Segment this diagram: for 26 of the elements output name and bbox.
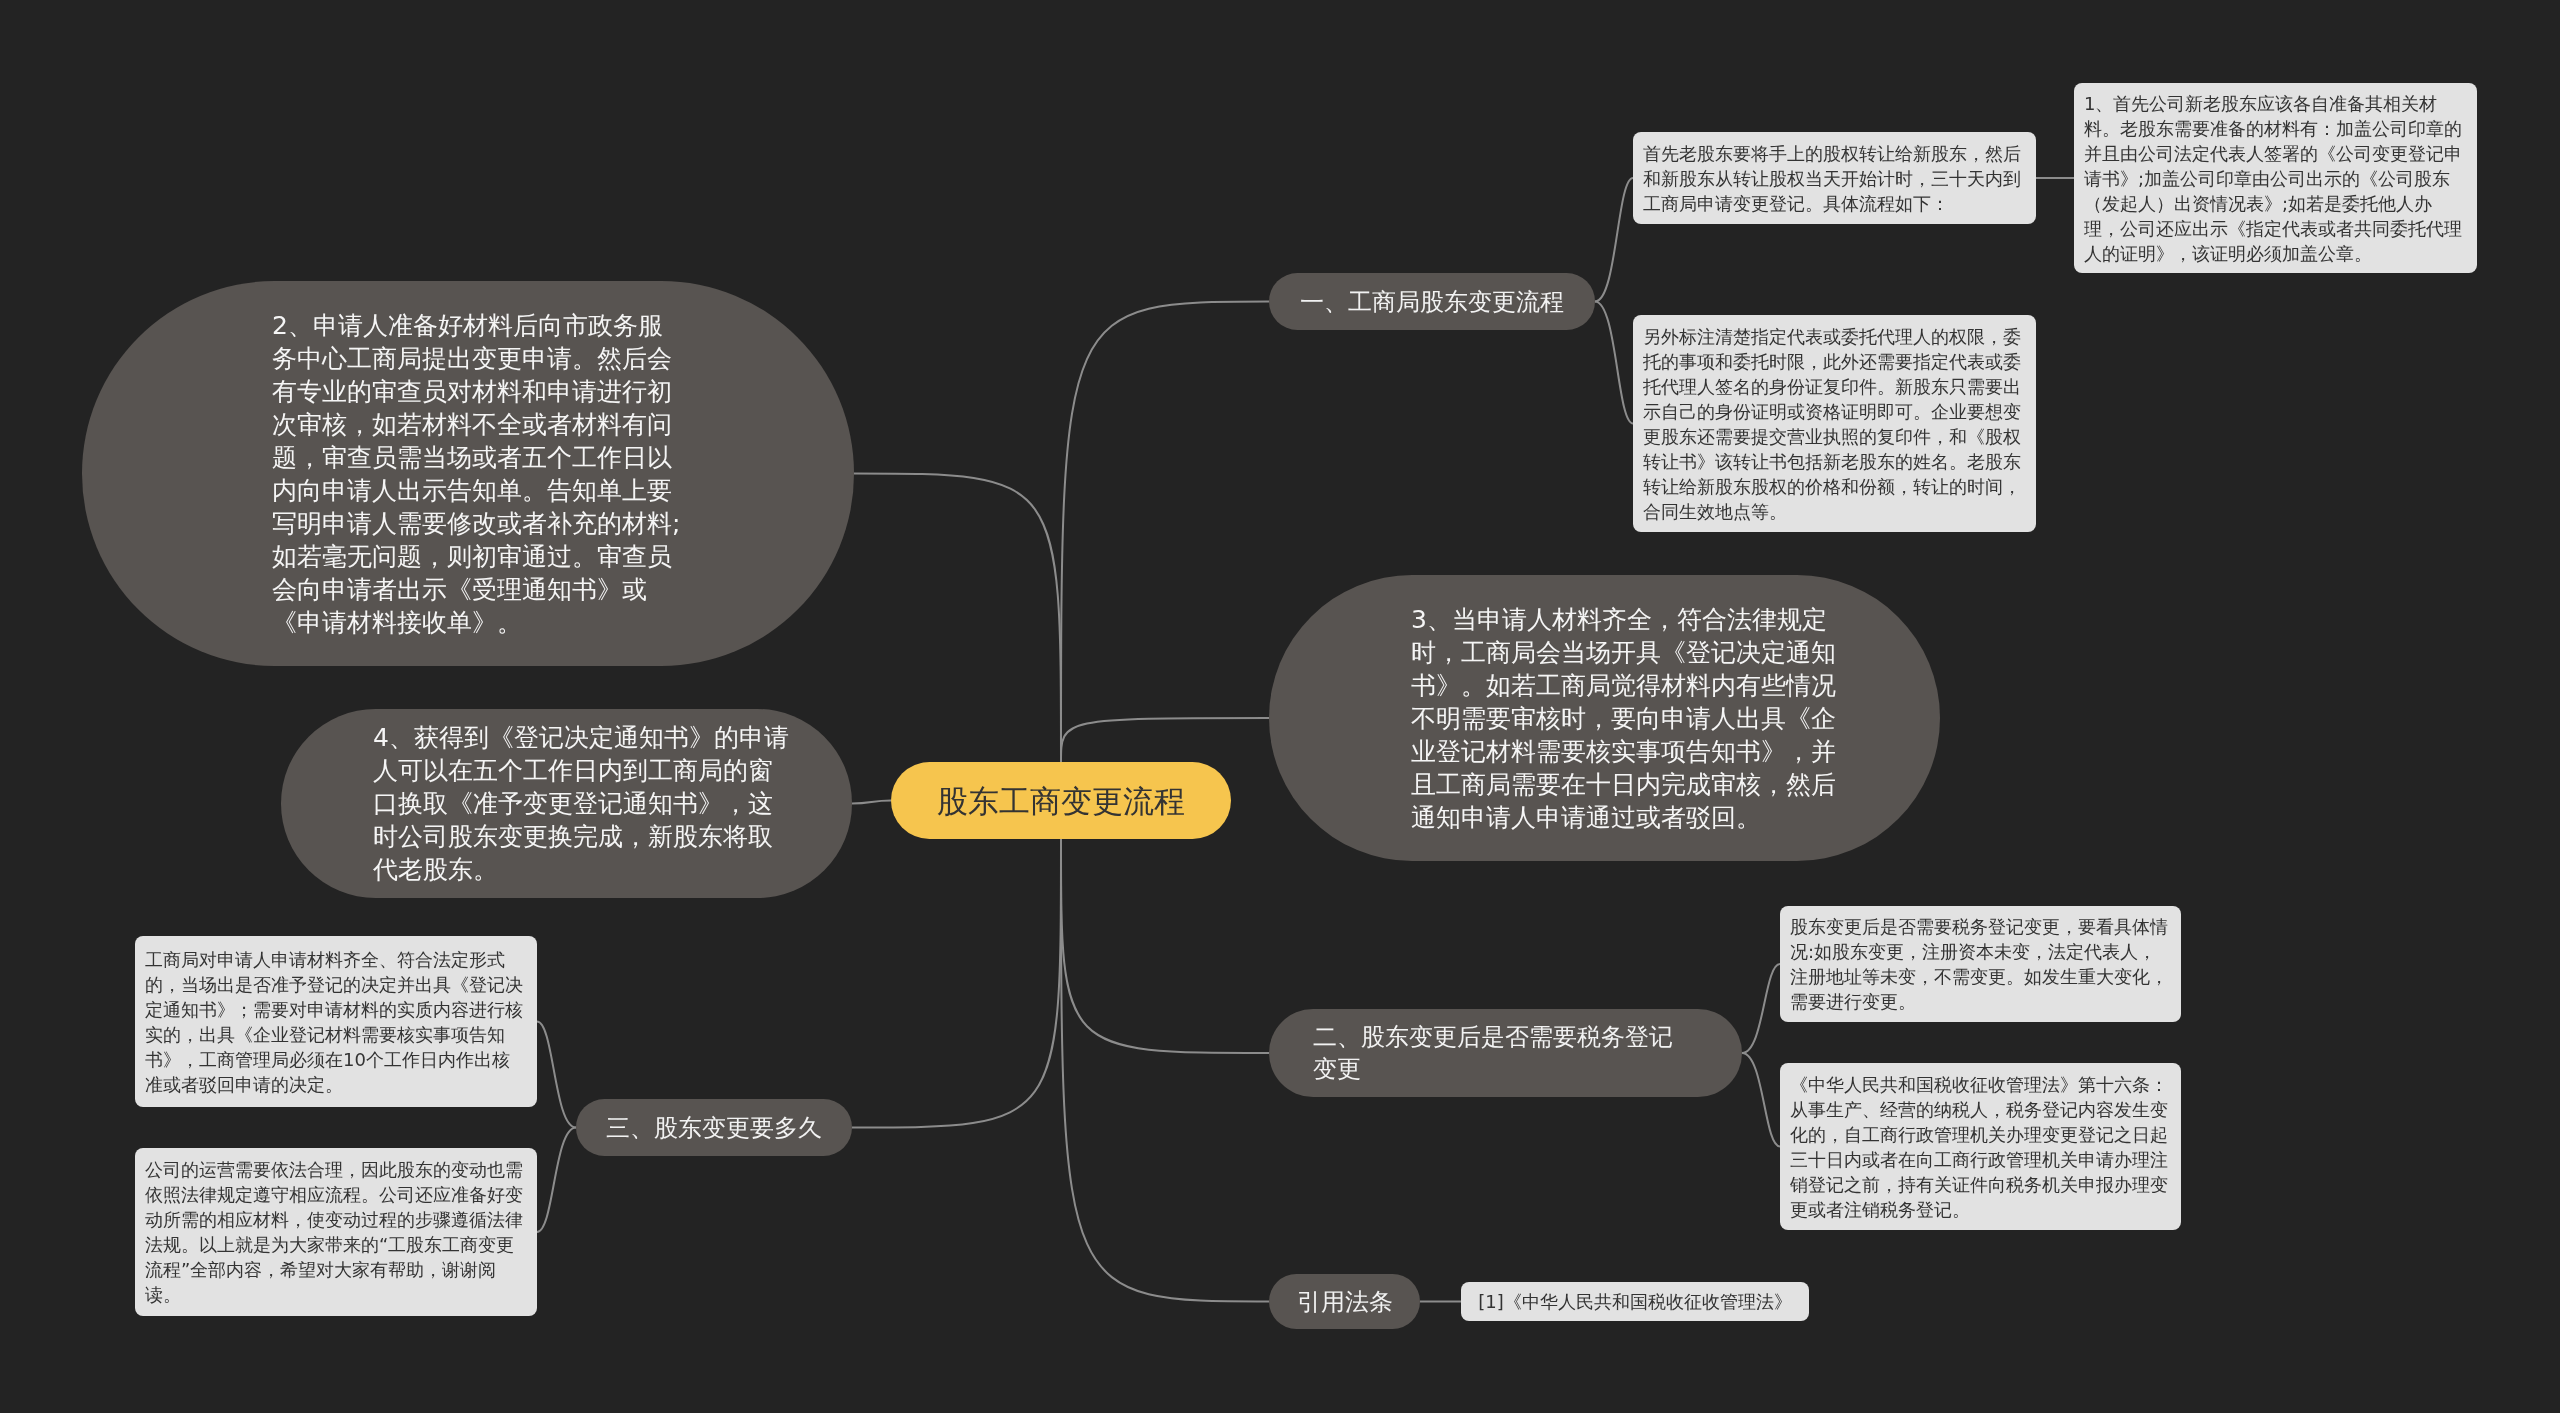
connector-line bbox=[1060, 717, 1270, 763]
note-card: 工商局对申请人申请材料齐全、符合法定形式的，当场出是否准予登记的决定并出具《登记决定通知书》；需要对申请材料的实质内容进行核实的，出具《企业登记材料需要核实事项告知书》，工商管理局必须在10个工作日内作出核准或者驳回申请的决定。 bbox=[135, 936, 537, 1107]
central-topic: 股东工商变更流程 bbox=[891, 762, 1231, 839]
note-card: 1、首先公司新老股东应该各自准备其相关材料。老股东需要准备的材料有：加盖公司印章的并且由公司法定代表人签署的《公司变更登记申请书》;加盖公司印章由公司出示的《公司股东（发起人）出资情况表》;如若是委托他人办理，公司还应出示《指定代表或者共同委托代理人的证明》，该证明必须加盖公章。 bbox=[2074, 83, 2477, 273]
connector-line bbox=[1594, 300, 1634, 425]
connector-line bbox=[1419, 1300, 1462, 1303]
branch-topic: 一、工商局股东变更流程 bbox=[1269, 273, 1595, 330]
branch-topic: 三、股东变更要多久 bbox=[576, 1099, 852, 1156]
note-card: [1]《中华人民共和国税收征收管理法》 bbox=[1461, 1282, 1809, 1321]
branch-topic: 二、股东变更后是否需要税务登记变更 bbox=[1269, 1009, 1742, 1097]
connector-line bbox=[1741, 963, 1781, 1054]
connector-line bbox=[1741, 1052, 1781, 1148]
note-card: 公司的运营需要依法合理，因此股东的变动也需依照法律规定遵守相应流程。公司还应准备好变动所需的相应材料，使变动过程的步骤遵循法律法规。以上就是为大家带来的“工股东工商变更流程”全部内容，希望对大家有帮助，谢谢阅读。 bbox=[135, 1148, 537, 1316]
connector-line bbox=[851, 799, 892, 805]
connector-line bbox=[536, 1020, 577, 1129]
connector-line bbox=[1594, 177, 1634, 303]
topic-bubble: 2、申请人准备好材料后向市政务服务中心工商局提出变更申请。然后会有专业的审查员对材料和申请进行初次审核，如若材料不全或者材料有问题，审查员需当场或者五个工作日以内向申请人出示告知单。告知单上要写明申请人需要修改或者补充的材料;如若毫无问题，则初审通过。审查员会向申请者出示《受理通知书》或《申请材料接收单》。 bbox=[82, 281, 854, 666]
note-card: 《中华人民共和国税收征收管理法》第十六条：从事生产、经营的纳税人，税务登记内容发生变化的，自工商行政管理机关办理变更登记之日起三十日内或者在向工商行政管理机关申请办理注销登记之前，持有关证件向税务机关申报办理变更或者注销税务登记。 bbox=[1780, 1063, 2181, 1230]
note-card: 首先老股东要将手上的股权转让给新股东，然后和新股东从转让股权当天开始计时，三十天内到工商局申请变更登记。具体流程如下： bbox=[1633, 132, 2036, 224]
connector-line bbox=[536, 1126, 577, 1233]
topic-bubble: 3、当申请人材料齐全，符合法律规定时，工商局会当场开具《登记决定通知书》。如若工商局觉得材料内有些情况不明需要审核时，要向申请人出具《企业登记材料需要核实事项告知书》，并且工商局需要在十日内完成审核，然后通知申请人申请通过或者驳回。 bbox=[1269, 575, 1940, 861]
note-card: 股东变更后是否需要税务登记变更，要看具体情况:如股东变更，注册资本未变，法定代表人，注册地址等未变，不需变更。如发生重大变化，需要进行变更。 bbox=[1780, 906, 2181, 1022]
connector-line bbox=[2035, 177, 2075, 179]
note-card: 另外标注清楚指定代表或委托代理人的权限，委托的事项和委托时限，此外还需要指定代表或委托代理人签名的身份证复印件。新股东只需要出示自己的身份证明或资格证明即可。企业要想变更股东还需要提交营业执照的复印件，和《股权转让书》该转让书包括新老股东的姓名。老股东转让给新股东股权的价格和份额，转让的时间，合同生效地点等。 bbox=[1633, 315, 2036, 532]
topic-bubble: 4、获得到《登记决定通知书》的申请人可以在五个工作日内到工商局的窗口换取《准予变更登记通知书》，这时公司股东变更换完成，新股东将取代老股东。 bbox=[281, 709, 852, 898]
branch-topic: 引用法条 bbox=[1269, 1274, 1420, 1329]
